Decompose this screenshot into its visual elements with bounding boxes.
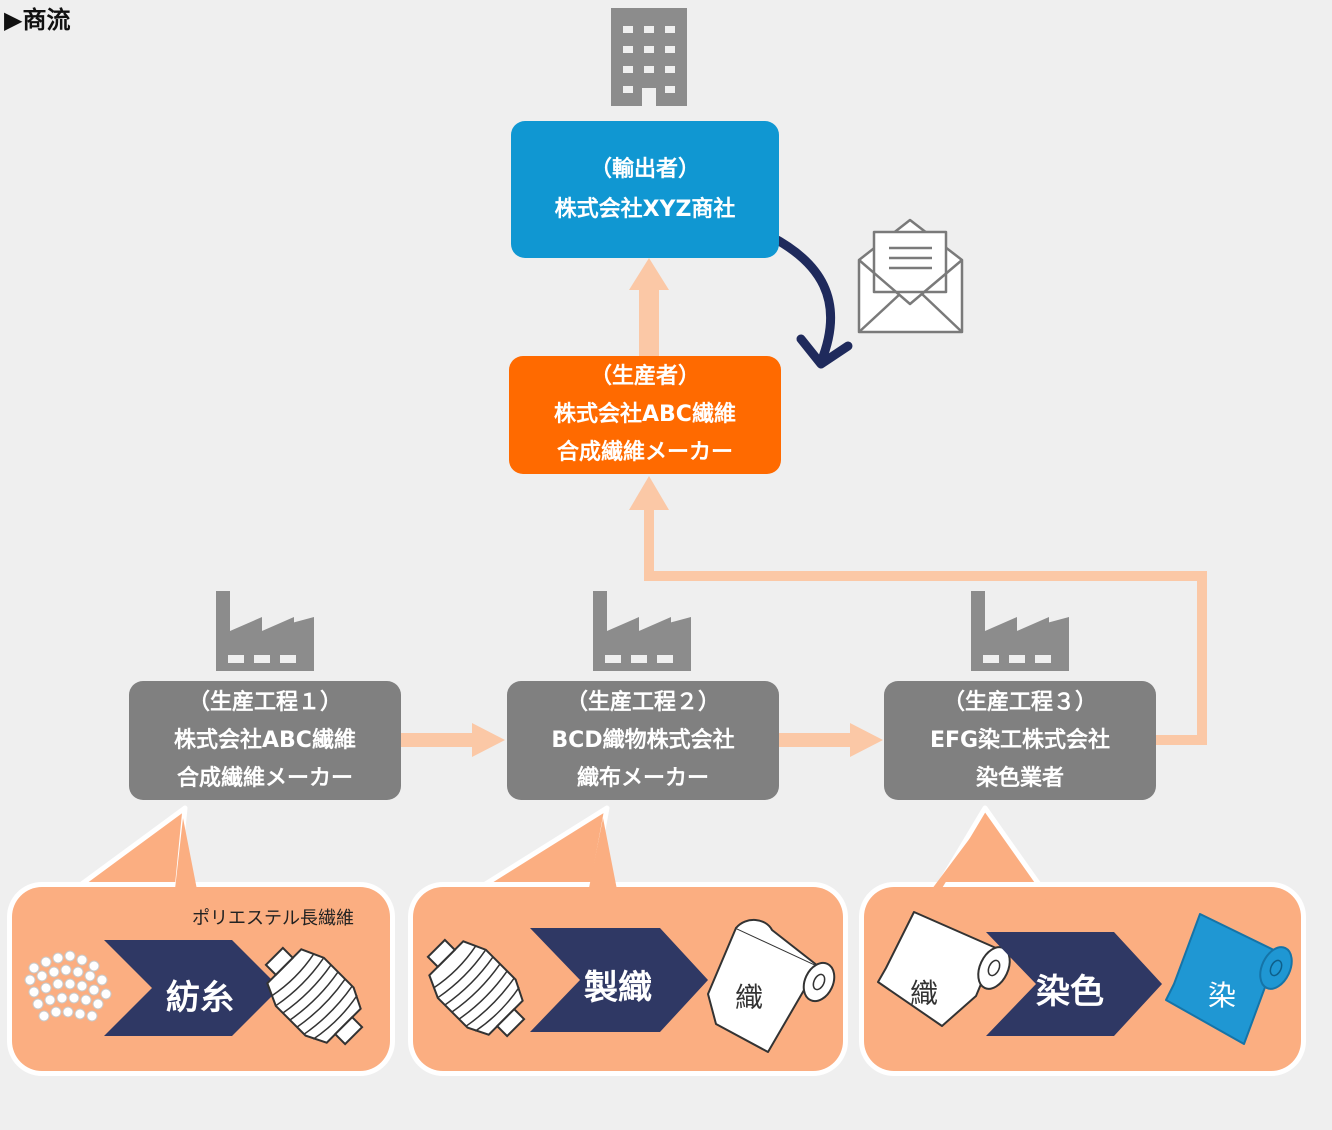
exporter-box: （輸出者） 株式会社XYZ商社: [511, 121, 779, 258]
input-roll-label: 織: [910, 977, 939, 1010]
producer-type: 合成繊維メーカー: [556, 440, 733, 465]
step-company: EFG染工株式会社: [929, 727, 1111, 753]
yarn-bobbin-icon: [264, 946, 364, 1046]
factory-icon: [971, 591, 1069, 671]
producer-role: （生産者）: [589, 364, 700, 389]
yarn-bobbin-icon: [426, 938, 526, 1038]
page-title: ▶商流: [4, 6, 71, 34]
fabric-roll-icon: [877, 911, 1011, 1027]
weaving-chevron: [530, 928, 708, 1032]
production-step-1-box: （生産工程１） 株式会社ABC繊維 合成繊維メーカー: [129, 681, 401, 800]
fabric-roll-icon: [707, 919, 836, 1053]
producer-name: 株式会社ABC繊維: [554, 402, 736, 427]
step-type: 織布メーカー: [576, 765, 709, 791]
building-icon: [611, 8, 687, 106]
step-label: （生産工程１）: [187, 689, 342, 715]
producer-box: （生産者） 株式会社ABC繊維 合成繊維メーカー: [509, 356, 781, 474]
step-company: 株式会社ABC繊維: [174, 727, 356, 753]
exporter-role: （輸出者）: [589, 156, 700, 182]
exporter-name: 株式会社XYZ商社: [554, 196, 736, 222]
weaving-label: 製織: [584, 968, 652, 1008]
step-company: BCD織物株式会社: [551, 727, 735, 753]
dyed-fabric-roll-icon: [1165, 913, 1293, 1045]
step-type: 染色業者: [975, 765, 1064, 791]
woven-roll-label: 織: [735, 981, 764, 1014]
step1-to-step2-arrow: [400, 723, 505, 757]
factory-icon: [216, 591, 314, 671]
document-flow-arrow: [765, 231, 853, 369]
dyeing-label: 染色: [1036, 972, 1104, 1012]
factory-icon: [593, 591, 691, 671]
envelope-icon: [857, 218, 964, 334]
production-step-2-box: （生産工程２） BCD織物株式会社 織布メーカー: [507, 681, 779, 800]
pellets-icon: [24, 950, 112, 1022]
spinning-label: 紡糸: [166, 978, 234, 1018]
step3-to-producer-arrow: [629, 476, 1207, 745]
production-step-3-box: （生産工程３） EFG染工株式会社 染色業者: [884, 681, 1156, 800]
dyed-roll-label: 染: [1208, 979, 1237, 1012]
step-type: 合成繊維メーカー: [176, 765, 353, 791]
dyeing-chevron: [986, 932, 1162, 1036]
step-label: （生産工程２）: [565, 689, 720, 715]
producer-to-exporter-arrow: [629, 258, 669, 356]
polyester-caption: ポリエステル長繊維: [192, 908, 354, 929]
step2-to-step3-arrow: [778, 723, 883, 757]
spinning-chevron: [104, 940, 280, 1036]
step-label: （生産工程３）: [942, 689, 1097, 715]
